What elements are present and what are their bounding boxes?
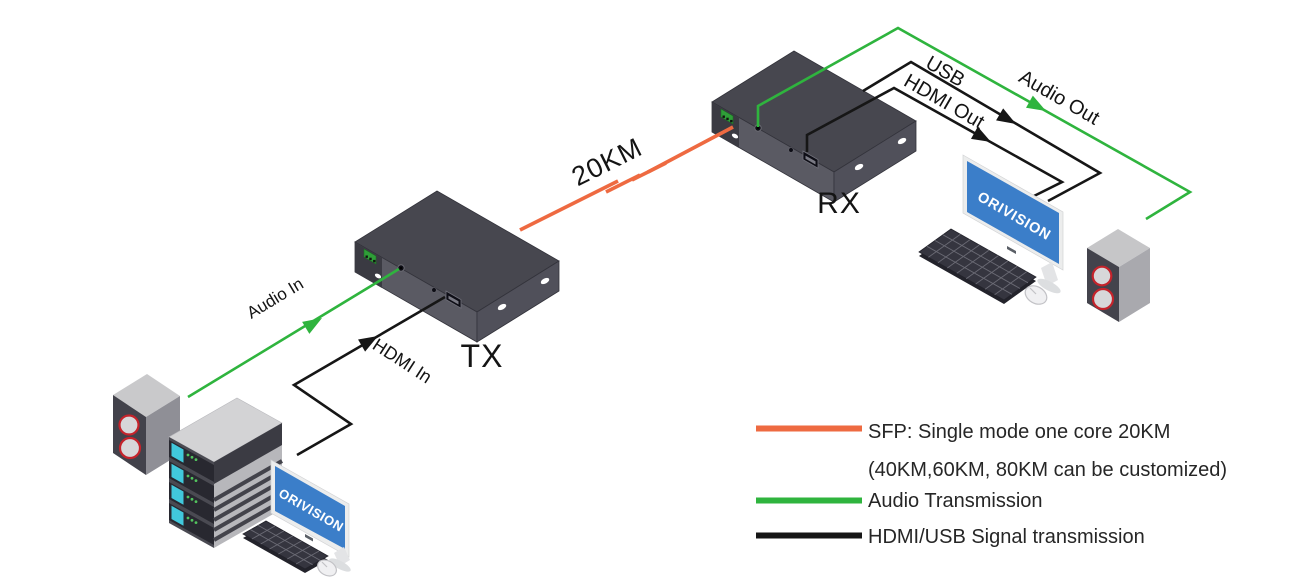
fiber-link [519, 125, 734, 232]
display-speaker [1087, 229, 1150, 322]
rx-label: RX [817, 187, 861, 220]
audio-in-line [187, 267, 400, 399]
display-mouse [1024, 285, 1048, 305]
usb-line [862, 60, 1103, 203]
source-mouse [317, 559, 337, 577]
fiber-line [519, 125, 734, 232]
legend-fiber-swatch [756, 425, 862, 432]
display-monitor-screen [967, 161, 1059, 264]
source-monitor: ORIVISION [270, 459, 351, 572]
usb-arrow-icon [996, 108, 1020, 131]
distance-label: 20KM [567, 132, 647, 192]
display-keyboard [918, 228, 1037, 304]
legend-audio-swatch [756, 497, 862, 504]
hdmi-in-line [291, 295, 446, 457]
source-monitor-screen [275, 466, 345, 549]
legend-fiber-label-line1: SFP: Single mode one core 20KM [868, 421, 1170, 443]
audio-in-label: Audio In [244, 274, 307, 322]
legend-fiber-label-line2: (40KM,60KM, 80KM can be customized) [868, 459, 1227, 481]
audio-out-label: Audio Out [1015, 66, 1103, 130]
legend-audio-label: Audio Transmission [868, 490, 1043, 512]
source-server [168, 397, 283, 548]
tx-device [354, 190, 560, 343]
audio-out-line [756, 26, 1193, 221]
source-keyboard [242, 520, 329, 573]
server-bays [169, 440, 214, 545]
legend-signal-swatch [756, 532, 862, 539]
legend: SFP: Single mode one core 20KM (40KM,60K… [756, 421, 1227, 548]
hdmi-in-label: HDMI In [369, 335, 435, 388]
tx-label: TX [461, 338, 504, 374]
legend-signal-label: HDMI/USB Signal transmission [868, 526, 1145, 548]
hdmi-out-line [805, 86, 1065, 198]
